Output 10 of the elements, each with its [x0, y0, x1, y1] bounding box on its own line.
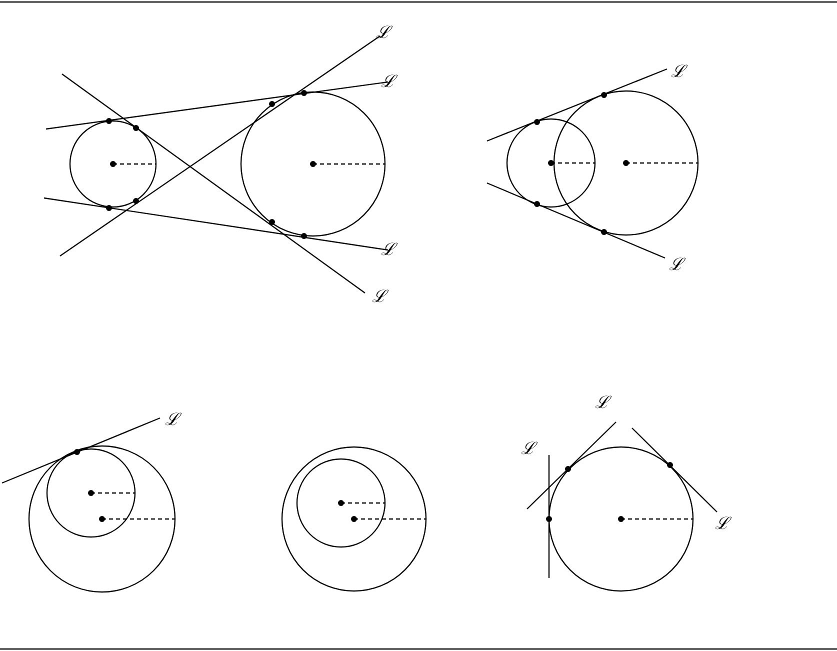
line-label: ℒ [381, 241, 395, 259]
line-label: ℒ [715, 515, 729, 533]
line-label: ℒ [372, 288, 386, 306]
line-label: ℒ [669, 256, 683, 274]
line-label: ℒ [521, 440, 535, 458]
line-label: ℒ [165, 411, 179, 429]
line-label: ℒ [595, 394, 609, 412]
line-label: ℒ [381, 73, 395, 91]
line-label: ℒ [376, 24, 390, 42]
line-label: ℒ [671, 63, 685, 81]
